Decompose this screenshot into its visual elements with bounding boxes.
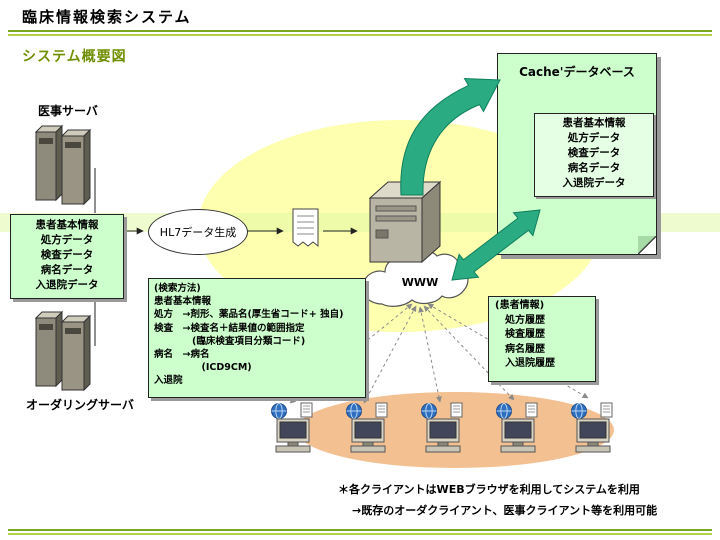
ordering-server-label: オーダリングサーバ [26,398,134,412]
bottom-rule-light [8,533,712,535]
data-line: 処方データ [40,234,94,246]
footnote-2: →既存のオーダクライアント、医事クライアント等を利用可能 [352,504,658,517]
cache-db-box: Cache'データベース 患者基本情報 処方データ 検査データ 病名データ 入退… [497,53,657,255]
client-computer-icon [571,402,613,453]
hl7-label: HL7データ生成 [159,226,237,239]
client-computer-icon [496,402,538,453]
search-line: 病名 →病名 [154,349,210,361]
search-line: 処方 →剤形、薬品名(厚生省コード+ 独自) [154,309,344,321]
hl7-document-icon [292,208,319,248]
client-computer-icon [271,402,313,453]
title-rule-top-light [8,34,712,36]
patient-line: 検査履歴 [495,329,545,340]
cache-line: 検査データ [567,147,621,159]
search-line: 患者基本情報 [154,296,212,308]
www-label: WWW [401,276,439,289]
data-line: 患者基本情報 [35,219,99,231]
web-server-icon [368,180,442,264]
cache-line: 患者基本情報 [562,117,626,129]
search-method-box: (検索方法) 患者基本情報 処方 →剤形、薬品名(厚生省コード+ 独自) 検査 … [148,278,366,398]
search-line: (臨床検査項目分類コード) [154,335,306,347]
ordering-server-icon [34,310,92,392]
patient-line: 処方履歴 [495,314,545,326]
data-line: 検査データ [40,249,94,261]
source-data-box: 患者基本情報 処方データ 検査データ 病名データ 入退院データ [10,214,124,299]
patient-line: 病名履歴 [495,343,545,355]
client-computer-icon [346,402,388,453]
footnote-1: ＊各クライアントはWEBブラウザを利用してシステムを利用 [338,483,640,496]
data-line: 病名データ [40,264,94,276]
patient-line: 入退院履歴 [495,358,555,369]
search-line: (ICD9CM) [154,362,252,374]
client-computer-icon [421,402,463,453]
bottom-rule-dark [8,529,712,531]
cache-line: 入退院データ [562,177,626,189]
cache-db-title: Cache'データベース [519,65,635,79]
page-title: 臨床情報検索システム [22,8,192,26]
medical-server-label: 医事サーバ [38,104,98,118]
search-line: 入退院 [154,375,183,387]
patient-line: (患者情報) [495,300,545,311]
cache-line: 処方データ [567,132,621,144]
cache-line: 病名データ [567,162,621,174]
title-rule-top-dark [8,30,712,32]
cache-db-list: 患者基本情報 処方データ 検査データ 病名データ 入退院データ [534,113,654,197]
patient-info-box: (患者情報) 処方履歴 検査履歴 病名履歴 入退院履歴 [488,296,596,382]
section-title: システム概要図 [22,49,127,65]
search-line: 検査 →検査名＋結果値の範囲指定 [154,322,305,334]
hl7-generation-ellipse: HL7データ生成 [148,209,248,255]
medical-server-icon [34,124,92,206]
folded-corner [638,236,656,254]
data-line: 入退院データ [35,279,99,291]
search-line: (検索方法) [154,283,201,294]
